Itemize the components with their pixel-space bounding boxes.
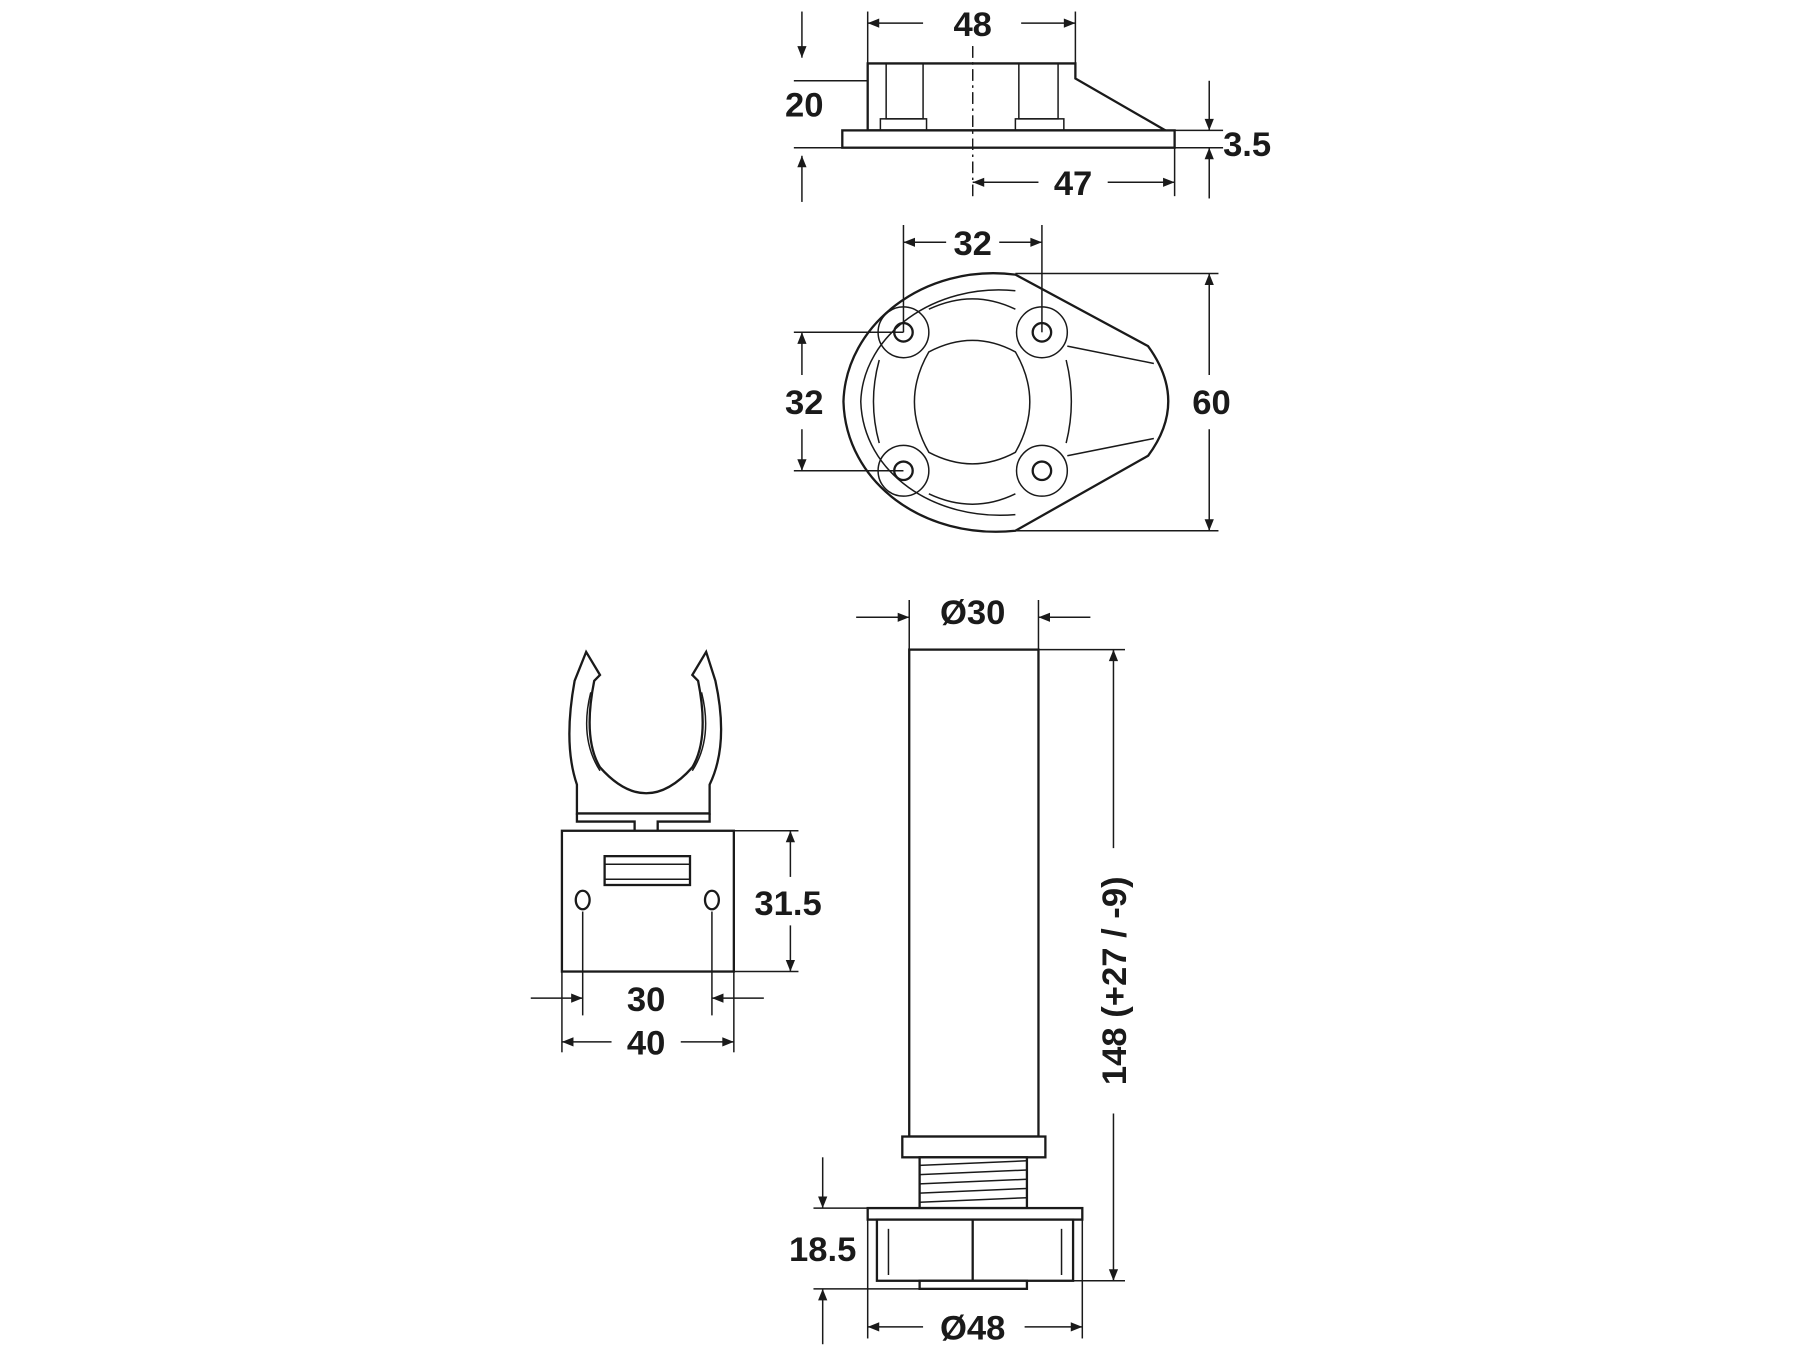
dim-width-top: 48: [953, 6, 991, 44]
mounting-plate-side-view: 48 20 3.5 47: [785, 6, 1271, 203]
mounting-hole-icon: [877, 306, 1069, 497]
dim-foot-diameter: Ø48: [940, 1310, 1005, 1348]
clip-view: 31.5 30 40: [530, 649, 822, 1063]
dim-hole-spacing-x: 32: [953, 225, 991, 263]
leg-view: Ø30 148 (+27 / -9) 18.5 Ø48: [789, 594, 1134, 1347]
mounting-plate-plan-view: 32 32 60: [785, 224, 1231, 533]
dim-clip-hole-spacing: 30: [627, 981, 666, 1019]
dim-clip-height: 31.5: [754, 885, 821, 923]
dim-height: 20: [785, 87, 824, 125]
dim-offset-length: 47: [1054, 165, 1093, 203]
dim-tube-diameter: Ø30: [940, 594, 1005, 632]
dim-leg-length: 148 (+27 / -9): [1096, 876, 1134, 1085]
dim-depth: 60: [1192, 384, 1231, 422]
dim-foot-height: 18.5: [789, 1231, 856, 1269]
thread-icon: [918, 1156, 1029, 1210]
dim-hole-spacing-y: 32: [785, 384, 824, 422]
dim-plate-thickness: 3.5: [1223, 126, 1271, 164]
dim-clip-width: 40: [627, 1025, 666, 1063]
